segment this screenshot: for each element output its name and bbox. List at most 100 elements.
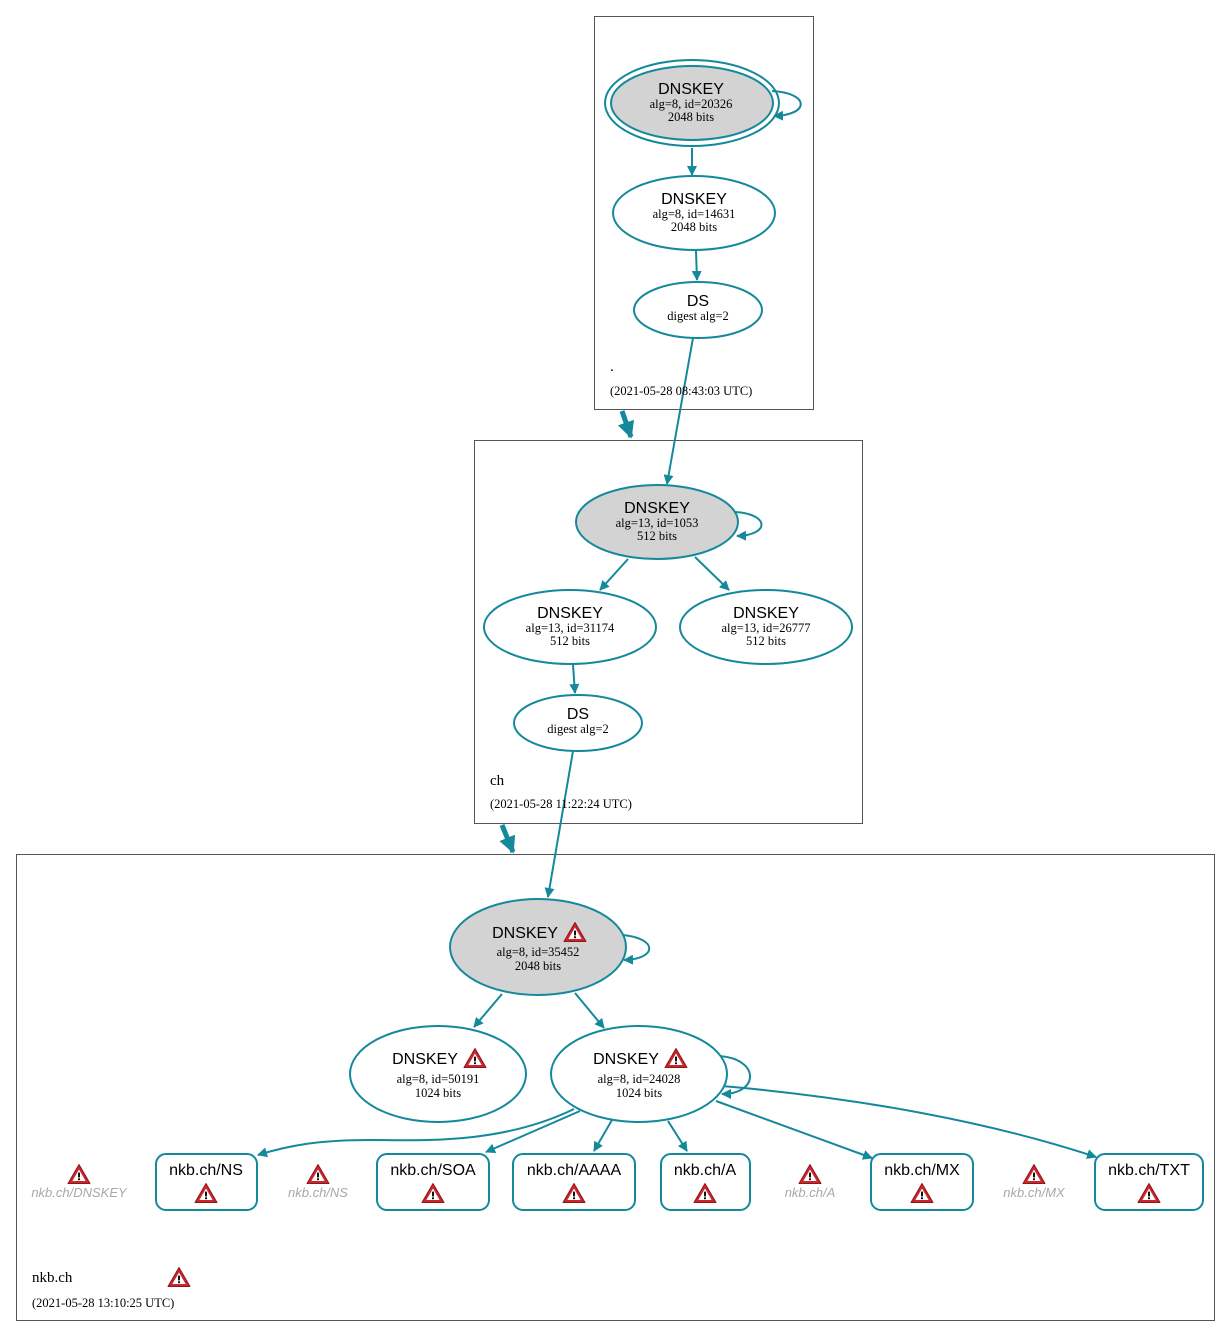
rrset-mx-label: nkb.ch/MX <box>884 1162 960 1179</box>
node-root-ksk[interactable]: DNSKEY alg=8, id=20326 2048 bits <box>604 59 780 147</box>
ch-ksk-title: DNSKEY <box>624 500 690 517</box>
missing-a-label: nkb.ch/A <box>785 1185 836 1200</box>
zone-root-timestamp: (2021-05-28 08:43:03 UTC) <box>610 384 752 398</box>
ch-zsk1-line1: alg=13, id=31174 <box>526 621 615 635</box>
ch-ds-title: DS <box>567 706 589 723</box>
edge-key-b-aaaa <box>593 1119 613 1152</box>
edge-ch-ksk-zsk1 <box>599 558 629 591</box>
rrset-aaaa[interactable]: nkb.ch/AAAA <box>512 1153 636 1211</box>
rrset-soa-label: nkb.ch/SOA <box>390 1162 476 1179</box>
rrset-txt-label: nkb.ch/TXT <box>1108 1162 1190 1179</box>
edges <box>257 90 1097 1160</box>
edge-ch-zsk1-ds <box>569 664 580 694</box>
edge-key-b-ns <box>257 1108 575 1158</box>
rrset-mx-box <box>870 1153 974 1211</box>
rrset-mx[interactable]: nkb.ch/MX <box>870 1153 974 1211</box>
edge-root-zsk-ds <box>691 250 702 281</box>
rrset-soa[interactable]: nkb.ch/SOA <box>376 1153 490 1211</box>
node-ch-ds[interactable]: DS digest alg=2 <box>513 694 643 752</box>
missing-dnskey-label: nkb.ch/DNSKEY <box>31 1185 128 1200</box>
node-ch-zsk2[interactable]: DNSKEY alg=13, id=26777 512 bits <box>679 589 853 665</box>
edge-key-b-txt <box>721 1085 1097 1159</box>
node-nkb-key-b[interactable]: DNSKEY alg=8, id=24028 1024 bits <box>550 1025 728 1123</box>
rrset-soa-box <box>376 1153 490 1211</box>
zone-ch-name: ch <box>490 773 505 789</box>
rrset-a-box <box>660 1153 751 1211</box>
nkb-ksk-title: DNSKEY <box>492 925 558 942</box>
ch-ksk-line2: 512 bits <box>637 529 677 543</box>
missing-ns[interactable]: nkb.ch/NS <box>288 1164 348 1201</box>
node-ch-zsk1[interactable]: DNSKEY alg=13, id=31174 512 bits <box>483 589 657 665</box>
delegation-arrow-ch-nkb <box>499 824 516 854</box>
nkb-key-b-title: DNSKEY <box>593 1051 659 1068</box>
node-root-ds[interactable]: DS digest alg=2 <box>633 281 763 339</box>
ch-ds-ellipse <box>513 694 643 752</box>
edge-key-b-soa <box>485 1110 581 1153</box>
rrset-txt[interactable]: nkb.ch/TXT <box>1094 1153 1204 1211</box>
nkb-key-a-ellipse <box>349 1025 527 1123</box>
ch-ksk-line1: alg=13, id=1053 <box>616 516 699 530</box>
root-zsk-title: DNSKEY <box>661 191 727 208</box>
root-ksk-ellipse-outer <box>604 59 780 147</box>
rrset-aaaa-box <box>512 1153 636 1211</box>
edge-nkb-key-b-self <box>717 1055 751 1099</box>
missing-dnskey[interactable]: nkb.ch/DNSKEY <box>31 1164 128 1201</box>
node-nkb-key-a[interactable]: DNSKEY alg=8, id=50191 1024 bits <box>349 1025 527 1123</box>
node-ch-ksk[interactable]: DNSKEY alg=13, id=1053 512 bits <box>575 484 739 560</box>
nkb-key-b-line1: alg=8, id=24028 <box>598 1072 681 1086</box>
ch-zsk2-line1: alg=13, id=26777 <box>721 621 810 635</box>
edge-key-b-a <box>667 1120 688 1152</box>
ch-ds-line1: digest alg=2 <box>547 722 609 736</box>
node-root-zsk[interactable]: DNSKEY alg=8, id=14631 2048 bits <box>612 175 776 251</box>
rrset-txt-box <box>1094 1153 1204 1211</box>
rrset-ns-box <box>155 1153 258 1211</box>
nkb-ksk-line1: alg=8, id=35452 <box>497 945 580 959</box>
node-nkb-ksk[interactable]: DNSKEY alg=8, id=35452 2048 bits <box>449 898 627 996</box>
zone-ch-timestamp: (2021-05-28 11:22:24 UTC) <box>490 797 632 811</box>
root-ksk-title: DNSKEY <box>658 81 724 98</box>
ch-zsk2-ellipse <box>679 589 853 665</box>
missing-ns-label: nkb.ch/NS <box>288 1185 348 1200</box>
missing-mx-label: nkb.ch/MX <box>1003 1185 1066 1200</box>
missing-mx[interactable]: nkb.ch/MX <box>1003 1164 1066 1201</box>
ch-zsk2-line2: 512 bits <box>746 634 786 648</box>
edge-ch-ksk-self <box>734 511 763 541</box>
zone-root-name: . <box>610 359 614 375</box>
rrset-a[interactable]: nkb.ch/A <box>660 1153 751 1211</box>
rrset-aaaa-label: nkb.ch/AAAA <box>527 1162 622 1179</box>
edge-root-ds-ch-ksk <box>663 337 694 485</box>
root-zsk-line2: 2048 bits <box>671 220 717 234</box>
root-ksk-line2: 2048 bits <box>668 110 714 124</box>
nkb-key-b-line2: 1024 bits <box>616 1086 662 1100</box>
edge-nkb-ksk-key-b <box>574 992 605 1029</box>
nkb-key-a-line2: 1024 bits <box>415 1086 461 1100</box>
rrset-ns[interactable]: nkb.ch/NS <box>155 1153 258 1211</box>
root-ksk-ellipse-inner <box>610 65 774 141</box>
root-ksk-line1: alg=8, id=20326 <box>650 97 733 111</box>
nkb-ksk-ellipse <box>449 898 627 996</box>
edge-root-ksk-self <box>771 90 802 121</box>
nkb-key-a-title: DNSKEY <box>392 1051 458 1068</box>
delegation-arrow-root-ch <box>617 410 635 439</box>
edge-nkb-ksk-self <box>621 934 651 965</box>
rrset-a-label: nkb.ch/A <box>674 1162 737 1179</box>
missing-a[interactable]: nkb.ch/A <box>785 1164 836 1201</box>
edge-ch-ksk-zsk2 <box>694 556 730 591</box>
root-zsk-ellipse <box>612 175 776 251</box>
root-ds-line1: digest alg=2 <box>667 309 729 323</box>
ch-zsk1-line2: 512 bits <box>550 634 590 648</box>
nkb-key-b-ellipse <box>550 1025 728 1123</box>
ch-zsk1-ellipse <box>483 589 657 665</box>
edge-key-b-mx <box>715 1100 873 1160</box>
rrset-ns-label: nkb.ch/NS <box>169 1162 243 1179</box>
ch-zsk1-title: DNSKEY <box>537 605 603 622</box>
root-ds-ellipse <box>633 281 763 339</box>
zone-nkb-name: nkb.ch <box>32 1270 73 1286</box>
edge-nkb-ksk-key-a <box>473 993 503 1028</box>
root-ds-title: DS <box>687 293 709 310</box>
zone-nkb-timestamp: (2021-05-28 13:10:25 UTC) <box>32 1296 174 1310</box>
nkb-ksk-line2: 2048 bits <box>515 959 561 973</box>
nkb-key-a-line1: alg=8, id=50191 <box>397 1072 480 1086</box>
edge-ch-ds-nkb-ksk <box>544 750 574 898</box>
